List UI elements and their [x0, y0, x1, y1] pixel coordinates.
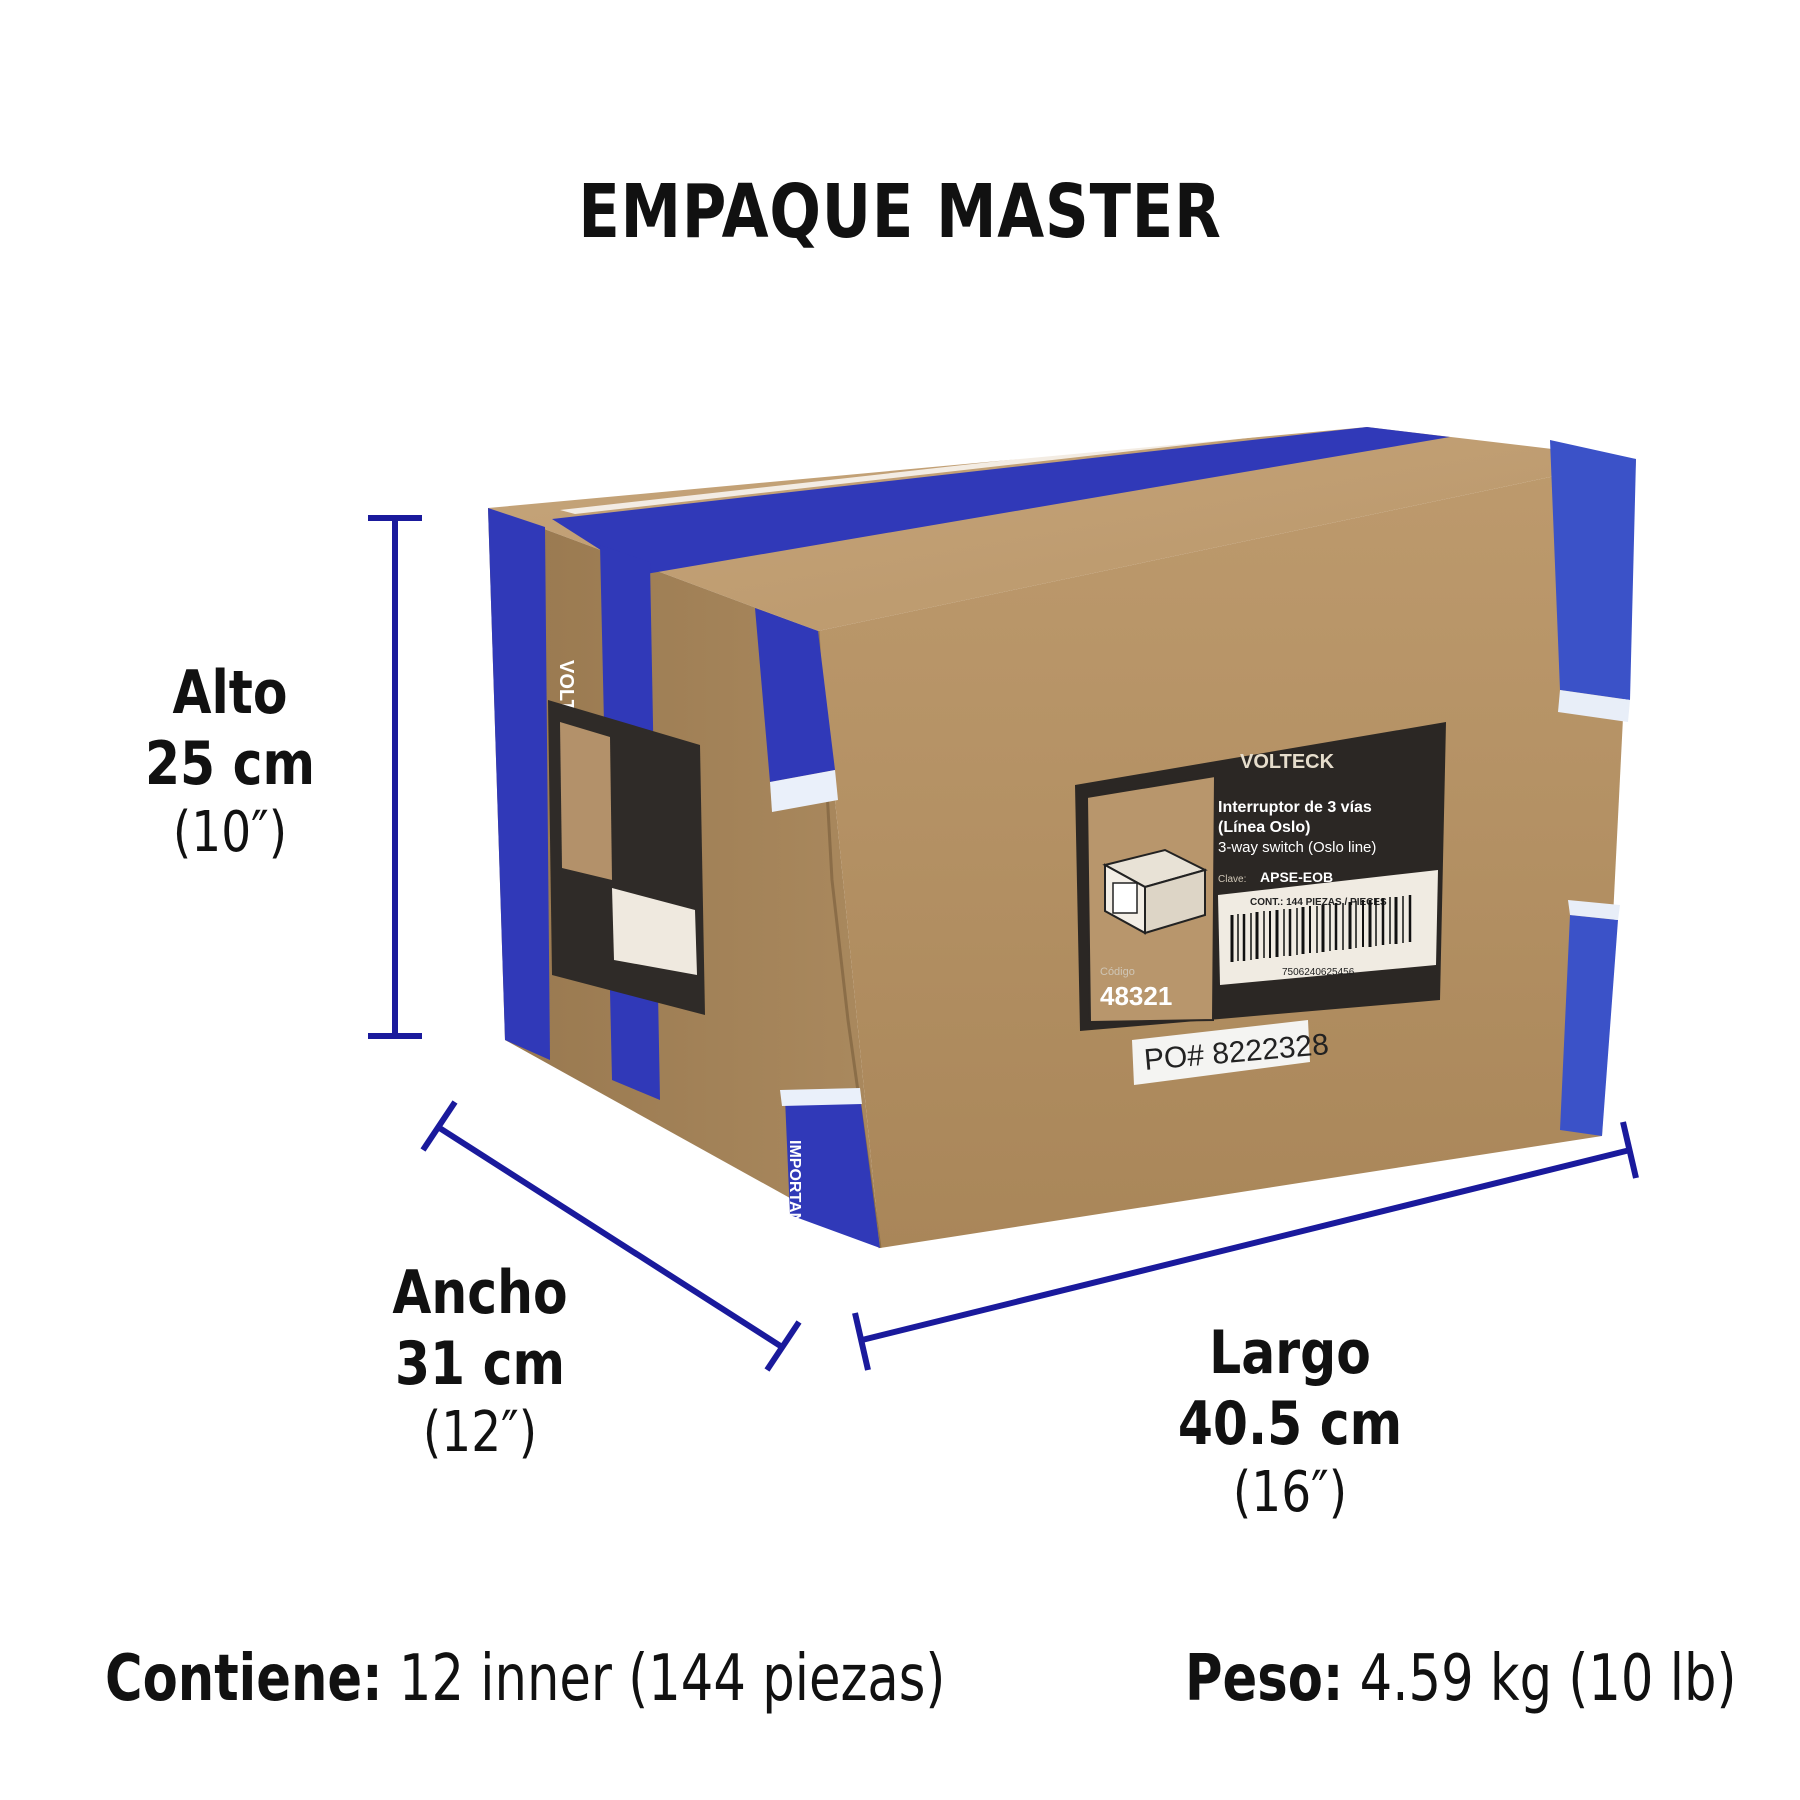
tape-right-bottom [1560, 915, 1618, 1136]
label-name-en: 3-way switch (Oslo line) [1218, 839, 1376, 856]
barcode [1230, 895, 1412, 962]
front-label: VOLTECK Interruptor de 3 vías (Línea Osl… [1075, 722, 1446, 1031]
peso-value: 4.59 kg (10 lb) [1359, 1642, 1737, 1716]
label-codigo: 48321 [1100, 981, 1172, 1011]
alto-label: Alto [172, 658, 288, 728]
largo-label: Largo [1209, 1318, 1371, 1388]
dimension-line-largo [852, 1121, 1639, 1371]
label-contents: CONT.: 144 PIEZAS / PIECES [1250, 897, 1387, 908]
label-clave: APSE-EOB [1260, 869, 1333, 885]
dimension-line-alto [368, 515, 422, 1039]
switch-icon [1102, 848, 1208, 935]
tape-side-left [488, 508, 550, 1060]
alto-imperial: (10″) [172, 799, 288, 865]
dimension-line-ancho [420, 1100, 802, 1372]
contiene-label: Contiene: [105, 1642, 383, 1716]
label-clave-label: Clave: [1218, 874, 1246, 885]
po-sticker [1132, 1020, 1310, 1085]
dimension-ancho: Ancho 31 cm (12″) [330, 1258, 630, 1466]
footer-weight: Peso: 4.59 kg (10 lb) [1185, 1642, 1800, 1716]
tape-top [552, 427, 1450, 575]
largo-imperial: (16″) [1232, 1459, 1348, 1525]
tape-bottom-corner [785, 1096, 880, 1248]
label-name-es-2: (Línea Oslo) [1218, 819, 1310, 836]
label-brand: VOLTECK [1240, 751, 1335, 773]
peso-label: Peso: [1185, 1642, 1344, 1716]
dimension-largo: Largo 40.5 cm (16″) [1140, 1318, 1440, 1526]
ancho-metric: 31 cm [394, 1328, 566, 1399]
page-title: EMPAQUE MASTER [578, 169, 1222, 255]
dimension-alto: Alto 25 cm (10″) [90, 658, 370, 866]
alto-metric: 25 cm [144, 728, 316, 799]
tape-right-top [1550, 440, 1636, 700]
label-barcode-number: 7506240625456 [1282, 967, 1355, 978]
tape-side-corner [755, 608, 835, 782]
tape-notice-text: IMPORTANTE [786, 1140, 803, 1245]
largo-metric: 40.5 cm [1177, 1388, 1403, 1459]
ancho-imperial: (12″) [422, 1399, 538, 1465]
box-top-face [488, 427, 1636, 631]
label-name-es-1: Interruptor de 3 vías [1218, 799, 1372, 816]
footer-contents: Contiene: 12 inner (144 piezas) [105, 1642, 1155, 1716]
contiene-value: 12 inner (144 piezas) [398, 1642, 946, 1716]
ancho-label: Ancho [392, 1258, 568, 1328]
label-codigo-label: Código [1100, 966, 1135, 978]
